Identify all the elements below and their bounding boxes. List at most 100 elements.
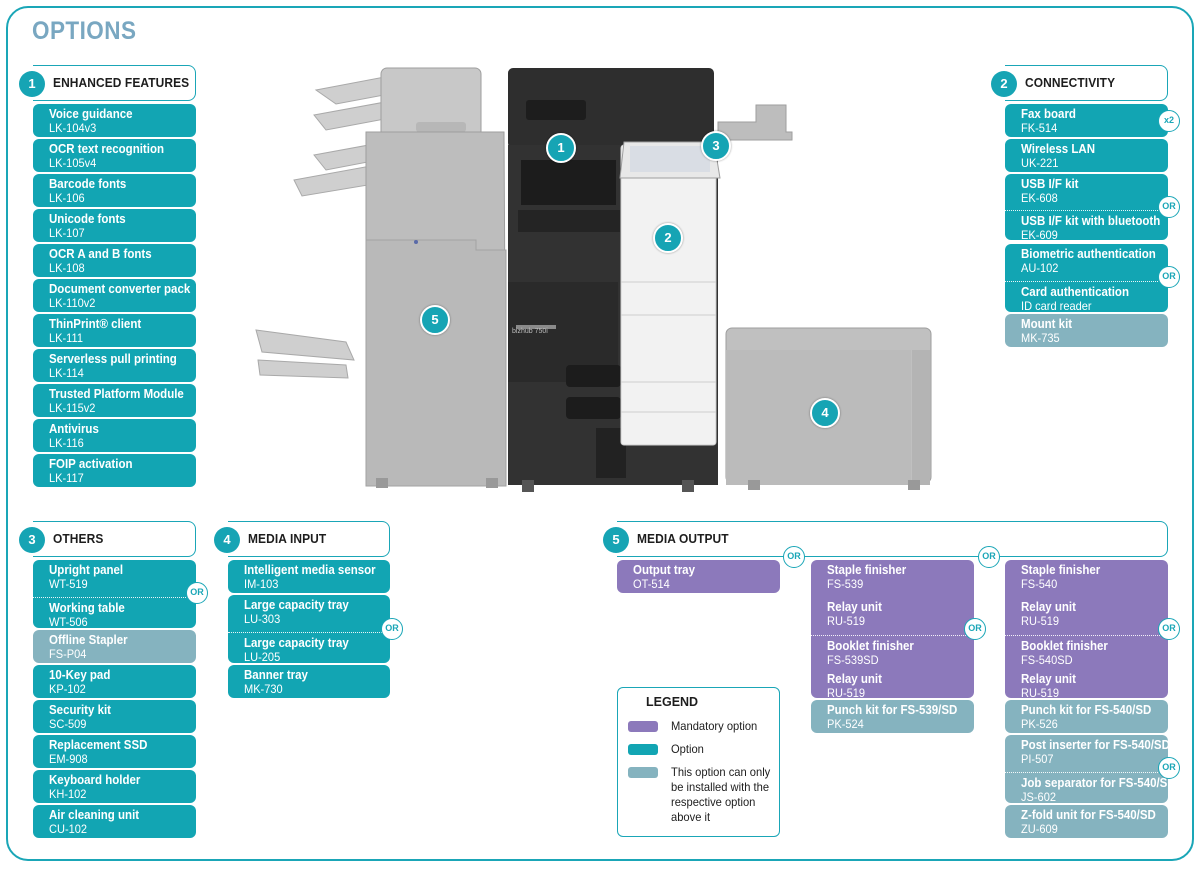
option-group-fs539: Staple finisher FS-539 Relay unit RU-519… [811,560,974,698]
option-relay-unit[interactable]: Relay unit RU-519 [1005,672,1168,698]
option-z-fold-unit[interactable]: Z-fold unit for FS-540/SD ZU-609 [1005,805,1168,838]
section-others-header: 3 OTHERS [19,521,196,557]
option-serverless-pull-printing[interactable]: Serverless pull printing LK-114 [33,349,196,382]
option-offline-stapler[interactable]: Offline Stapler FS-P04 [33,630,196,663]
option-name: Upright panel [49,563,124,577]
or-badge: OR [783,546,805,568]
option-name: Replacement SSD [49,738,148,752]
option-punch-kit-pk524[interactable]: Punch kit for FS-539/SD PK-524 [811,700,974,733]
option-replacement-ssd[interactable]: Replacement SSD EM-908 [33,735,196,768]
option-name: Barcode fonts [49,177,127,191]
option-unicode-fonts[interactable]: Unicode fonts LK-107 [33,209,196,242]
option-10-key-pad[interactable]: 10-Key pad KP-102 [33,665,196,698]
printer-image [255,67,932,492]
option-relay-unit[interactable]: Relay unit RU-519 [811,600,974,635]
option-name: Staple finisher [1021,563,1101,577]
option-antivirus[interactable]: Antivirus LK-116 [33,419,196,452]
option-barcode-fonts[interactable]: Barcode fonts LK-106 [33,174,196,207]
option-code: LU-303 [244,612,281,626]
hotspot-3[interactable]: 3 [701,131,731,161]
option-job-separator[interactable]: Job separator for FS-540/SD JS-602 [1005,772,1168,803]
option-code: LK-114 [49,366,84,380]
option-thinprint-client[interactable]: ThinPrint® client LK-111 [33,314,196,347]
option-intelligent-media-sensor[interactable]: Intelligent media sensor IM-103 [228,560,390,593]
option-fax-board[interactable]: Fax board FK-514 [1005,104,1168,137]
option-name: Antivirus [49,422,99,436]
option-ocr-a-b-fonts[interactable]: OCR A and B fonts LK-108 [33,244,196,277]
option-mount-kit[interactable]: Mount kit MK-735 [1005,314,1168,347]
option-group-inserter-separator: Post inserter for FS-540/SD PI-507 Job s… [1005,735,1168,803]
option-biometric-authentication[interactable]: Biometric authentication AU-102 [1005,247,1168,281]
option-code: JS-602 [1021,790,1056,803]
option-code: MK-730 [244,682,283,696]
option-booklet-finisher-fs539sd[interactable]: Booklet finisher FS-539SD [811,635,974,669]
option-wireless-lan[interactable]: Wireless LAN UK-221 [1005,139,1168,172]
option-air-cleaning-unit[interactable]: Air cleaning unit CU-102 [33,805,196,838]
or-badge: OR [1158,757,1180,779]
section-title: MEDIA OUTPUT [637,531,729,546]
option-code: AU-102 [1021,261,1059,275]
option-name: Z-fold unit for FS-540/SD [1021,808,1156,822]
option-foip-activation[interactable]: FOIP activation LK-117 [33,454,196,487]
or-badge: OR [1158,196,1180,218]
option-ocr-text-recognition[interactable]: OCR text recognition LK-105v4 [33,139,196,172]
option-document-converter-pack[interactable]: Document converter pack LK-110v2 [33,279,196,312]
option-code: LK-105v4 [49,156,97,170]
option-relay-unit[interactable]: Relay unit RU-519 [811,672,974,698]
option-code: UK-221 [1021,156,1059,170]
option-keyboard-holder[interactable]: Keyboard holder KH-102 [33,770,196,803]
option-code: ID card reader [1021,299,1092,312]
option-code: LK-117 [49,471,84,485]
legend-swatch-teal [628,744,658,755]
option-output-tray[interactable]: Output tray OT-514 [617,560,780,593]
option-name: Relay unit [1021,600,1076,614]
printer-illustration: 1 2 3 4 5 bizhub 750i [236,60,946,500]
hotspot-4[interactable]: 4 [810,398,840,428]
section-title: CONNECTIVITY [1025,75,1116,90]
option-upright-panel[interactable]: Upright panel WT-519 [33,563,196,597]
option-booklet-finisher-fs540sd[interactable]: Booklet finisher FS-540SD [1005,635,1168,669]
option-security-kit[interactable]: Security kit SC-509 [33,700,196,733]
page-frame [6,6,1194,861]
option-name: Working table [49,601,125,615]
or-badge: OR [186,582,208,604]
option-voice-guidance[interactable]: Voice guidance LK-104v3 [33,104,196,137]
hotspot-1[interactable]: 1 [546,133,576,163]
legend-text: Option [671,742,704,756]
option-punch-kit-pk526[interactable]: Punch kit for FS-540/SD PK-526 [1005,700,1168,733]
option-code: FS-540 [1021,577,1058,591]
option-large-capacity-tray-lu205[interactable]: Large capacity tray LU-205 [228,632,390,663]
option-card-authentication[interactable]: Card authentication ID card reader [1005,281,1168,312]
legend-swatch-purple [628,721,658,732]
option-code: KH-102 [49,787,87,801]
option-code: PK-526 [1021,717,1058,731]
option-name: Relay unit [1021,672,1076,686]
section-title: OTHERS [53,531,104,546]
hotspot-2[interactable]: 2 [653,223,683,253]
option-usb-if-kit-bluetooth[interactable]: USB I/F kit with bluetooth EK-609 [1005,210,1168,240]
option-staple-finisher-fs539[interactable]: Staple finisher FS-539 [811,563,974,597]
option-name: Trusted Platform Module [49,387,184,401]
option-code: MK-735 [1021,331,1060,345]
option-working-table[interactable]: Working table WT-506 [33,597,196,628]
or-badge: OR [978,546,1000,568]
page-title: OPTIONS [32,17,137,45]
or-badge: OR [1158,618,1180,640]
legend-row-option: Option [628,742,779,757]
option-name: Serverless pull printing [49,352,177,366]
option-code: WT-519 [49,577,88,591]
option-usb-if-kit[interactable]: USB I/F kit EK-608 [1005,177,1168,210]
option-name: Security kit [49,703,111,717]
option-trusted-platform-module[interactable]: Trusted Platform Module LK-115v2 [33,384,196,417]
option-post-inserter[interactable]: Post inserter for FS-540/SD PI-507 [1005,738,1168,772]
option-staple-finisher-fs540[interactable]: Staple finisher FS-540 [1005,563,1168,597]
option-relay-unit[interactable]: Relay unit RU-519 [1005,600,1168,635]
legend-row-mandatory: Mandatory option [628,719,779,734]
hotspot-5[interactable]: 5 [420,305,450,335]
option-banner-tray[interactable]: Banner tray MK-730 [228,665,390,698]
option-code: FS-540SD [1021,653,1073,667]
option-name: Output tray [633,563,695,577]
option-code: EM-908 [49,752,88,766]
option-large-capacity-tray-lu303[interactable]: Large capacity tray LU-303 [228,598,390,632]
option-name: Voice guidance [49,107,133,121]
